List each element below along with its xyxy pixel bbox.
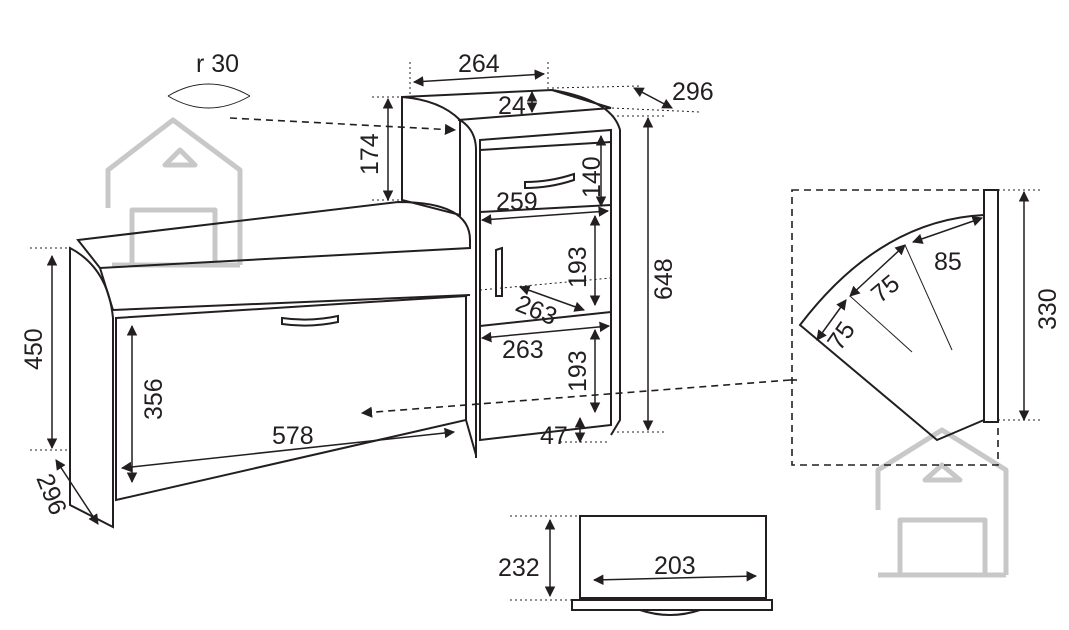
watermark-logo-right bbox=[875, 427, 1009, 578]
label-bench-height: 450 bbox=[20, 328, 48, 370]
dimension-lines bbox=[30, 62, 758, 601]
label-drawer-thickness: 24 bbox=[498, 92, 526, 120]
label-door-shelf-width: 263 bbox=[502, 336, 544, 364]
label-detail-height: 330 bbox=[1034, 288, 1062, 330]
dimension-labels: 264 296 24 174 140 259 193 263 263 193 4… bbox=[20, 50, 1062, 582]
label-detail-arc-a: 85 bbox=[934, 248, 962, 276]
watermark-logo-left bbox=[105, 117, 243, 268]
small-box bbox=[571, 515, 773, 616]
label-top-depth: 296 bbox=[672, 78, 714, 106]
label-box-width: 203 bbox=[654, 552, 696, 580]
label-door-height-upper: 193 bbox=[564, 246, 592, 288]
label-drawer-width: 259 bbox=[496, 188, 538, 216]
label-box-height: 232 bbox=[498, 554, 540, 582]
label-bench-depth: 296 bbox=[30, 470, 72, 519]
corner-detail bbox=[791, 189, 1040, 466]
label-cabinet-height: 648 bbox=[650, 258, 678, 300]
label-plinth-height: 47 bbox=[540, 422, 568, 450]
label-corner-radius: r 30 bbox=[196, 50, 239, 78]
label-upper-height: 174 bbox=[356, 133, 384, 175]
label-door-shelf-depth: 263 bbox=[512, 290, 561, 332]
label-flap-width: 578 bbox=[272, 422, 314, 450]
label-flap-height: 356 bbox=[140, 378, 168, 420]
label-top-width: 264 bbox=[458, 50, 500, 78]
label-door-height-lower: 193 bbox=[564, 350, 592, 392]
label-drawer-height: 140 bbox=[578, 156, 606, 198]
radius-detail: r 30 bbox=[167, 50, 457, 136]
